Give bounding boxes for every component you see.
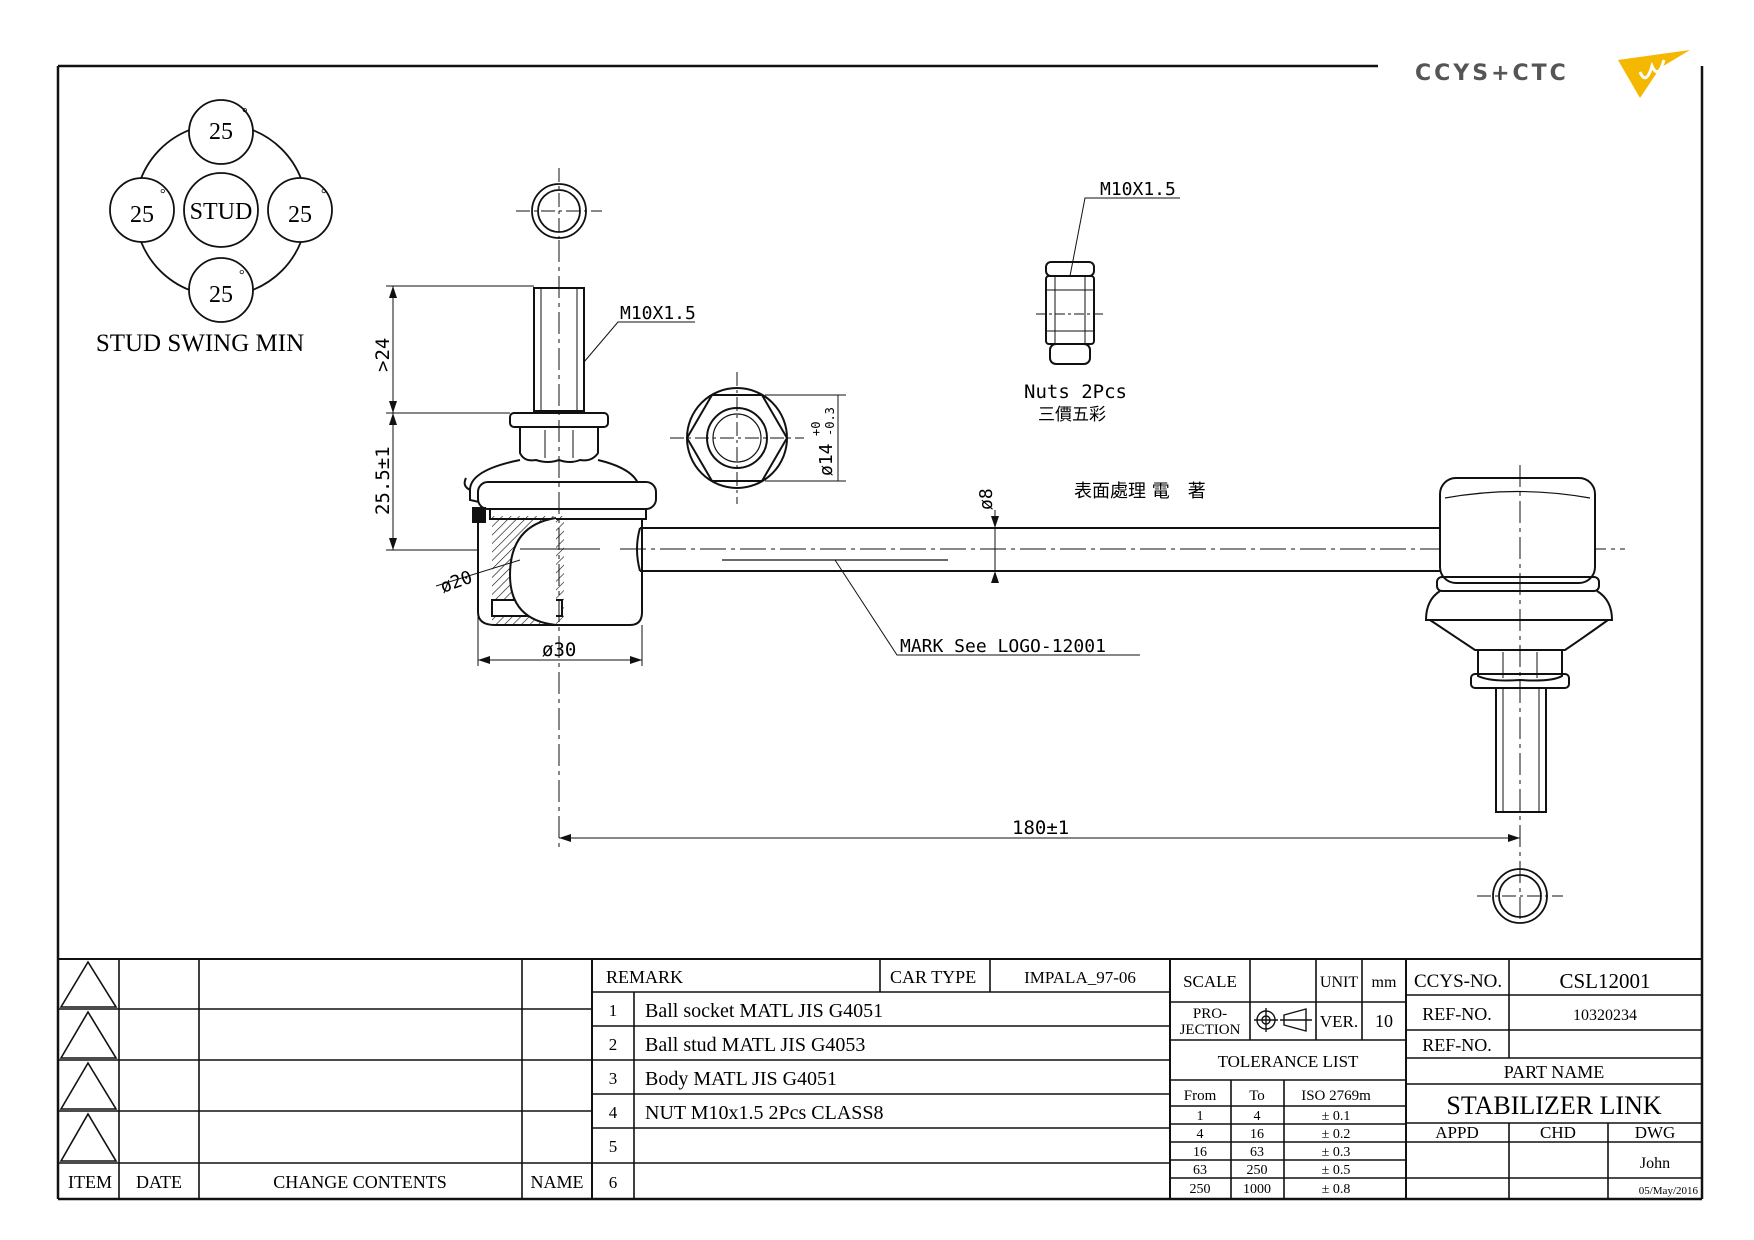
bom-row-text: NUT M10x1.5 2Pcs CLASS8: [645, 1102, 884, 1124]
rev-date-header: DATE: [136, 1172, 182, 1192]
svg-text:°: °: [160, 187, 166, 202]
svg-text:4: 4: [1197, 1127, 1204, 1142]
stud-swing-diagram: [109, 99, 333, 323]
svg-text:1: 1: [1197, 1109, 1204, 1124]
swing-angle-top: 25: [209, 119, 233, 145]
right-ball-joint: [1424, 477, 1614, 813]
bom-row-no: 2: [609, 1035, 618, 1054]
dimension-arrows: [389, 286, 1520, 842]
bom-row-no: 4: [609, 1103, 618, 1122]
ver-value: 10: [1375, 1011, 1393, 1031]
bom-row-text: Ball socket MATL JIS G4051: [645, 1000, 883, 1022]
logo-mark-icon: [1618, 50, 1690, 98]
nut-thread-callout: M10X1.5: [1100, 179, 1176, 200]
tolerance-rows: 1 4 ± 0.1 4 16 ± 0.2 16 63 ± 0.3 63 250 …: [1190, 1109, 1351, 1197]
separate-nut: [1036, 261, 1104, 365]
ball-dia-dim: ø20: [438, 567, 476, 598]
bom-row-no: 6: [609, 1173, 618, 1192]
svg-text:± 0.1: ± 0.1: [1322, 1109, 1351, 1124]
svg-text:°: °: [239, 268, 245, 283]
stud-label: STUD: [190, 199, 253, 225]
height-dim: 25.5±1: [372, 446, 394, 515]
appd-label: APPD: [1435, 1123, 1478, 1142]
ref-no-value: 10320234: [1573, 1007, 1637, 1024]
stud-thread-callout: M10X1.5: [620, 303, 696, 324]
svg-text:250: 250: [1190, 1182, 1211, 1197]
svg-text:63: 63: [1193, 1163, 1207, 1178]
hex-nut-front-view: [670, 372, 846, 504]
nuts-finish-note: 三價五彩: [1038, 405, 1106, 425]
overall-length-dim: 180±1: [1012, 817, 1069, 839]
company-logo: CCYS+CTC: [1415, 50, 1690, 98]
part-name-label: PART NAME: [1504, 1062, 1604, 1082]
scale-label: SCALE: [1183, 972, 1237, 991]
tol-std-header: ISO 2769m: [1301, 1088, 1371, 1104]
left-ball-joint: [463, 287, 657, 626]
svg-text:16: 16: [1250, 1127, 1264, 1142]
svg-text:CCYS+CTC: CCYS+CTC: [1415, 61, 1569, 86]
tol-from-header: From: [1184, 1088, 1217, 1104]
bom-row-text: Ball stud MATL JIS G4053: [645, 1034, 865, 1056]
svg-text:± 0.2: ± 0.2: [1322, 1127, 1351, 1142]
chd-label: CHD: [1540, 1123, 1576, 1142]
ver-label: VER.: [1320, 1012, 1358, 1031]
revision-triangle-icons: [59, 960, 118, 1162]
bom-row-no: 1: [609, 1001, 618, 1020]
projection-label-2: JECTION: [1180, 1022, 1241, 1038]
part-name-value: STABILIZER LINK: [1446, 1091, 1661, 1120]
bom-rows: 1 Ball socket MATL JIS G4051 2 Ball stud…: [609, 1000, 884, 1192]
swing-angle-right: 25: [288, 202, 312, 228]
rev-name-header: NAME: [531, 1172, 584, 1192]
rev-change-header: CHANGE CONTENTS: [273, 1172, 447, 1192]
rod-dia-dim: ø8: [976, 488, 997, 510]
car-type-label: CAR TYPE: [890, 967, 976, 987]
dwg-label: DWG: [1635, 1123, 1676, 1142]
nuts-qty-note: Nuts 2Pcs: [1024, 381, 1127, 403]
projection-symbol-icon: [1254, 1008, 1312, 1032]
title-block-grid: [58, 958, 1702, 1199]
svg-text:1000: 1000: [1243, 1182, 1271, 1197]
svg-text:°: °: [321, 187, 327, 202]
svg-text:± 0.8: ± 0.8: [1322, 1182, 1351, 1197]
bom-row-text: Body MATL JIS G4051: [645, 1068, 837, 1090]
hex-dia-dim: ø14: [816, 443, 837, 476]
stud-bottom-view: [1477, 868, 1563, 924]
drawn-by: John: [1640, 1155, 1670, 1172]
ccys-no-value: CSL12001: [1559, 969, 1650, 993]
dimension-lines: [386, 285, 1520, 839]
tolerance-title: TOLERANCE LIST: [1218, 1052, 1359, 1071]
unit-label: UNIT: [1320, 974, 1358, 991]
car-type-value: IMPALA_97-06: [1024, 968, 1136, 987]
ccys-no-label: CCYS-NO.: [1414, 971, 1502, 992]
svg-text:± 0.5: ± 0.5: [1322, 1163, 1351, 1178]
unit-value: mm: [1372, 974, 1397, 991]
thread-length-dim: >24: [372, 338, 394, 372]
rev-item-header: ITEM: [68, 1172, 112, 1192]
housing-dia-dim: ø30: [542, 639, 576, 661]
svg-text:250: 250: [1247, 1163, 1268, 1178]
stud-top-view: [516, 168, 602, 254]
swing-angle-left: 25: [130, 202, 154, 228]
svg-text:°: °: [242, 106, 248, 121]
sheet-border: [56, 64, 1704, 1201]
svg-text:63: 63: [1250, 1145, 1264, 1160]
svg-text:+0: +0: [809, 422, 823, 436]
tol-to-header: To: [1249, 1088, 1265, 1104]
mark-note: MARK See LOGO-12001: [900, 636, 1106, 657]
remark-label: REMARK: [606, 967, 683, 987]
ref-no-label: REF-NO.: [1422, 1004, 1492, 1024]
svg-text:4: 4: [1254, 1109, 1261, 1124]
drawing-date: 05/May/2016: [1639, 1185, 1699, 1197]
svg-text:16: 16: [1193, 1145, 1207, 1160]
ref-no2-label: REF-NO.: [1422, 1035, 1492, 1055]
bom-row-no: 5: [609, 1137, 618, 1156]
surface-treatment-note: 表面處理 電 著: [1074, 481, 1206, 502]
bom-row-no: 3: [609, 1069, 618, 1088]
projection-label-1: PRO-: [1193, 1006, 1227, 1022]
svg-text:-0.3: -0.3: [823, 407, 837, 436]
swing-angle-bottom: 25: [209, 282, 233, 308]
svg-text:± 0.3: ± 0.3: [1322, 1145, 1351, 1160]
stud-swing-caption: STUD SWING MIN: [96, 330, 304, 357]
